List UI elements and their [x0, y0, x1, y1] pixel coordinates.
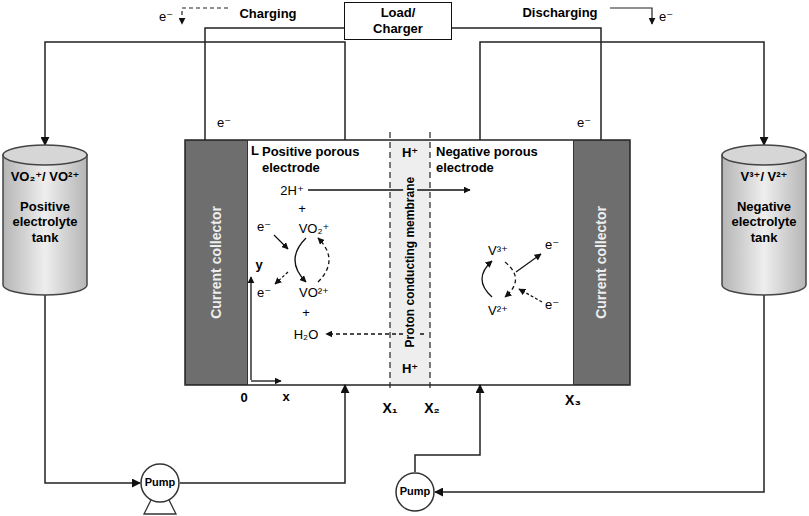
electrolyte-pipe — [480, 42, 764, 145]
electrolyte-pipe — [180, 385, 345, 483]
load-box: Load/ Charger — [344, 2, 452, 40]
plus-sign: + — [298, 202, 306, 215]
electrolyte-pipe — [45, 295, 140, 483]
pump-body — [141, 464, 179, 502]
electron-label: e⁻ — [257, 286, 271, 299]
tank-top — [3, 145, 87, 165]
dimension-label: L — [251, 144, 259, 157]
species-label: H₂O — [294, 328, 319, 341]
current-collector: Current collector — [573, 140, 630, 385]
mode-label: Charging — [239, 7, 296, 20]
rotated-label: Current collector — [593, 203, 610, 322]
rotated-label: Current collector — [208, 203, 225, 322]
electrolyte-tank: VO₂⁺/ VO²⁺ Positive electrolyte tank — [3, 145, 87, 295]
node-label: Positive electrolyte tank — [7, 199, 83, 246]
tank-body — [3, 155, 87, 295]
electron-arrow — [519, 289, 542, 302]
membrane-fill — [390, 140, 430, 385]
species-label: 2H⁺ — [280, 184, 303, 197]
pump: Pump — [140, 463, 180, 503]
current-collector: Current collector — [185, 140, 248, 385]
axis-label: x — [282, 390, 289, 403]
membrane-edge — [389, 132, 390, 392]
species-label: VO²⁺ — [299, 286, 329, 299]
cell-outline — [185, 140, 630, 385]
ion-label: H⁺ — [402, 146, 418, 159]
reaction-arc — [318, 238, 329, 282]
node-label: Load/ Charger — [366, 5, 430, 36]
rotated-label: Proton conducting membrane — [403, 174, 417, 351]
node-label: Pump — [145, 476, 176, 489]
node-label: VO₂⁺/ VO²⁺ — [7, 169, 83, 185]
position-label: X₂ — [424, 401, 440, 415]
charging-electron-arrow — [182, 8, 228, 24]
electrolyte-pipe — [45, 42, 345, 145]
membrane: Proton conducting membrane — [390, 140, 430, 385]
electron-label: e⁻ — [545, 238, 559, 251]
position-label: X₃ — [565, 393, 581, 407]
porous-electrode: Positive porous electrode — [248, 140, 390, 385]
axis-label: 0 — [240, 391, 247, 404]
porous-electrode: Negative porous electrode — [430, 140, 573, 385]
connector-layer — [45, 28, 764, 492]
proton-arrow — [308, 189, 470, 190]
electron-label: e⁻ — [217, 116, 231, 129]
pump: Pump — [395, 472, 435, 512]
electric-wire — [452, 28, 601, 140]
node-label: Positive porous electrode — [262, 144, 386, 175]
species-label: V³⁺ — [488, 244, 508, 257]
electron-label: e⁻ — [545, 298, 559, 311]
position-label: X₁ — [382, 401, 397, 415]
electron-label: e⁻ — [257, 220, 271, 233]
axis-arrow — [250, 277, 251, 380]
species-label: VO₂⁺ — [299, 222, 330, 235]
electron-label: e⁻ — [577, 116, 591, 129]
node-label: Negative electrolyte tank — [726, 199, 802, 246]
reaction-arc — [505, 262, 516, 297]
plus-sign: + — [302, 306, 310, 319]
electrolyte-tank: V³⁺/ V²⁺ Negative electrolyte tank — [722, 145, 806, 295]
electric-wire — [205, 28, 344, 140]
electrolyte-pipe — [415, 385, 480, 472]
reaction-arc — [482, 261, 492, 297]
pump-body — [396, 473, 434, 511]
node-label: Negative porous electrode — [436, 144, 569, 175]
electron-arrow — [516, 254, 541, 272]
electron-label: e⁻ — [159, 10, 173, 23]
axis-arrow — [251, 380, 281, 381]
tank-top — [722, 145, 806, 165]
tank-body — [722, 155, 806, 295]
mode-label: Discharging — [522, 6, 597, 19]
electron-label: e⁻ — [659, 10, 673, 23]
electron-arrow — [275, 272, 288, 284]
discharging-electron-arrow — [610, 8, 652, 24]
reaction-arc — [295, 238, 306, 282]
ion-label: H⁺ — [402, 362, 418, 375]
membrane-edge — [429, 132, 430, 392]
electron-arrow — [274, 235, 288, 249]
axis-label: y — [255, 258, 262, 271]
species-label: V²⁺ — [488, 304, 508, 317]
node-label: Pump — [400, 485, 431, 498]
node-label: V³⁺/ V²⁺ — [726, 169, 802, 185]
